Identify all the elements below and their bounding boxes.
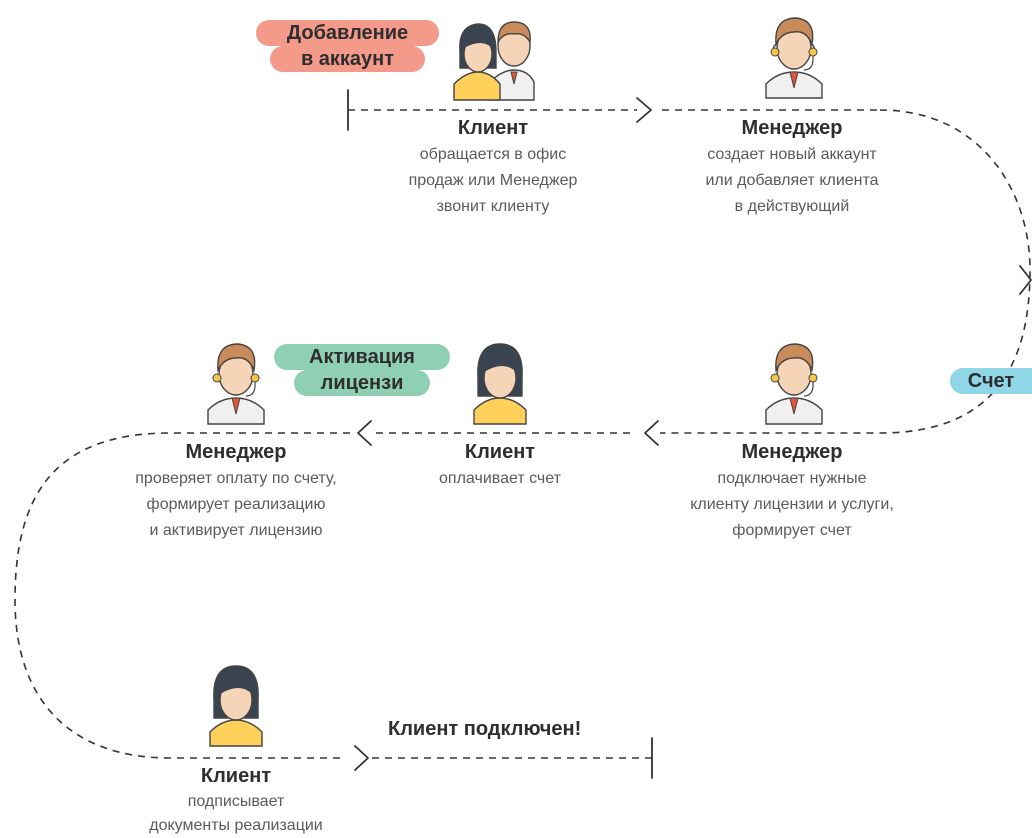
male-manager-icon	[765, 17, 823, 99]
step-desc-line: и активирует лицензию	[149, 522, 323, 539]
woman-client-icon	[209, 665, 263, 747]
step-client-pays: Клиент оплачивает счет	[439, 440, 561, 492]
client-manager-pair-icon	[453, 21, 535, 101]
step-desc-line: или добавляет клиента	[705, 172, 879, 189]
arrow-right-final	[354, 745, 369, 771]
step-manager-account: Менеджер создает новый аккаунт или добав…	[705, 116, 878, 220]
step-manager-licenses: Менеджер подключает нужные клиенту лицен…	[690, 440, 894, 544]
male-manager-icon	[765, 343, 823, 425]
tag-activation: Активация лицензи	[274, 344, 450, 396]
tag-add-account-line2: в аккаунт	[270, 46, 425, 72]
step-desc-line: в действующий	[734, 198, 850, 215]
step-desc: подписывает документы реализации	[149, 790, 322, 838]
step-desc-line: звонит клиенту	[436, 198, 550, 215]
tag-activation-line1: Активация	[274, 344, 450, 370]
step-desc-line: проверяет оплату по счету,	[135, 470, 337, 487]
tag-invoice: Счет	[950, 368, 1032, 394]
step-desc: подключает нужные клиенту лицензии и усл…	[690, 466, 894, 544]
step-title: Менеджер	[185, 441, 287, 463]
step-desc: создает новый аккаунт или добавляет клие…	[705, 142, 878, 220]
step-desc-line: оплачивает счет	[439, 470, 561, 487]
step-desc-line: подписывает	[187, 793, 285, 810]
tag-add-account-line1: Добавление	[256, 20, 439, 46]
tag-invoice-label: Счет	[950, 368, 1032, 394]
tag-activation-line2: лицензи	[294, 370, 430, 396]
step-desc: обращается в офис продаж или Менеджер зв…	[409, 142, 578, 220]
step-desc-line: формирует реализацию	[146, 496, 326, 513]
step-client-signs: Клиент подписывает документы реализации	[149, 764, 322, 838]
tag-add-account: Добавление в аккаунт	[256, 20, 439, 72]
arrow-left-2	[357, 420, 372, 446]
step-desc-line: продаж или Менеджер	[408, 172, 578, 189]
client-connected-label: Клиент подключен!	[388, 718, 582, 740]
step-title: Клиент	[457, 117, 529, 139]
step-desc-line: формирует счет	[732, 522, 852, 539]
step-title: Менеджер	[741, 117, 843, 139]
step-desc-line: обращается в офис	[419, 146, 567, 163]
woman-client-icon	[473, 343, 527, 425]
arrow-right-1	[636, 97, 652, 123]
path-left-curve	[14, 432, 350, 759]
arrow-left-1	[644, 420, 659, 446]
male-manager-icon	[207, 343, 265, 425]
step-desc: оплачивает счет	[439, 466, 561, 492]
step-title: Клиент	[200, 765, 272, 787]
arrow-right-curve	[1019, 265, 1032, 295]
step-desc: проверяет оплату по счету, формирует реа…	[135, 466, 336, 544]
step-manager-activates: Менеджер проверяет оплату по счету, форм…	[135, 440, 336, 544]
step-title: Менеджер	[741, 441, 843, 463]
step-title: Клиент	[464, 441, 536, 463]
step-desc-line: документы реализации	[149, 817, 323, 834]
step-desc-line: клиенту лицензии и услуги,	[690, 496, 894, 513]
step-desc-line: подключает нужные	[717, 470, 867, 487]
step-desc-line: создает новый аккаунт	[707, 146, 877, 163]
step-client-contact: Клиент обращается в офис продаж или Мене…	[409, 116, 578, 220]
